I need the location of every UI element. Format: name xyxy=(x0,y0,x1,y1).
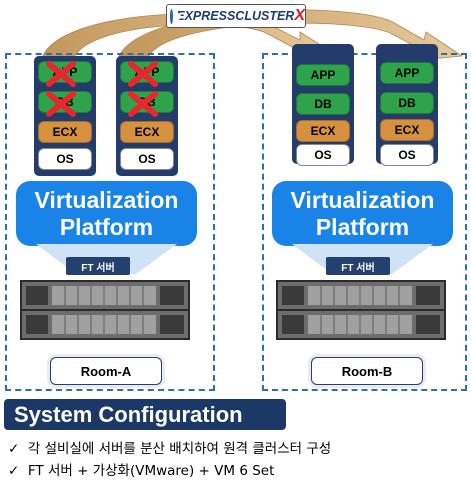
fail-x-icon xyxy=(46,61,76,87)
fail-x-icon xyxy=(128,61,158,87)
db-box: DB xyxy=(296,93,350,115)
room-b-label: Room-B xyxy=(311,357,423,385)
logo-text: EXPRESSCLUSTER xyxy=(176,9,295,23)
os-box: OS xyxy=(120,148,174,170)
virtualization-platform-a: Virtualization Platform xyxy=(16,181,197,246)
bullet-2: ✓ FT 서버 + 가상화(VMware) + VM 6 Set xyxy=(8,463,275,479)
ft-server-icon xyxy=(20,280,190,340)
logo-circle-icon xyxy=(170,8,182,24)
room-b-boundary xyxy=(262,53,467,391)
fail-x-icon xyxy=(46,91,76,117)
system-configuration-title: System Configuration xyxy=(4,399,286,430)
virtualization-platform-b: Virtualization Platform xyxy=(272,181,453,246)
ft-server-label-a: FT 서버 xyxy=(66,257,130,275)
logo-x: X xyxy=(294,7,305,24)
bullet-1: ✓ 각 설비실에 서버를 분산 배치하여 원격 클러스터 구성 xyxy=(8,441,332,457)
vm-stack-a1: APP DB ECX OS xyxy=(34,56,96,176)
vm-stack-b1: APP DB ECX OS xyxy=(292,44,354,166)
os-box: OS xyxy=(296,144,350,166)
vm-stack-b2: APP DB ECX OS xyxy=(376,44,438,166)
fail-x-icon xyxy=(128,91,158,117)
ecx-box: ECX xyxy=(120,121,174,143)
vm-stack-a2: APP DB ECX OS xyxy=(116,56,178,176)
room-a-boundary xyxy=(5,53,215,391)
room-a-label: Room-A xyxy=(50,357,162,385)
os-box: OS xyxy=(38,148,92,170)
app-box: APP xyxy=(380,62,434,84)
ft-server-icon xyxy=(276,280,446,340)
ecx-box: ECX xyxy=(38,121,92,143)
ecx-box: ECX xyxy=(296,120,350,142)
os-box: OS xyxy=(380,144,434,166)
db-box: DB xyxy=(380,92,434,114)
ft-server-label-b: FT 서버 xyxy=(326,257,390,275)
ecx-box: ECX xyxy=(380,119,434,141)
app-box: APP xyxy=(296,64,350,86)
